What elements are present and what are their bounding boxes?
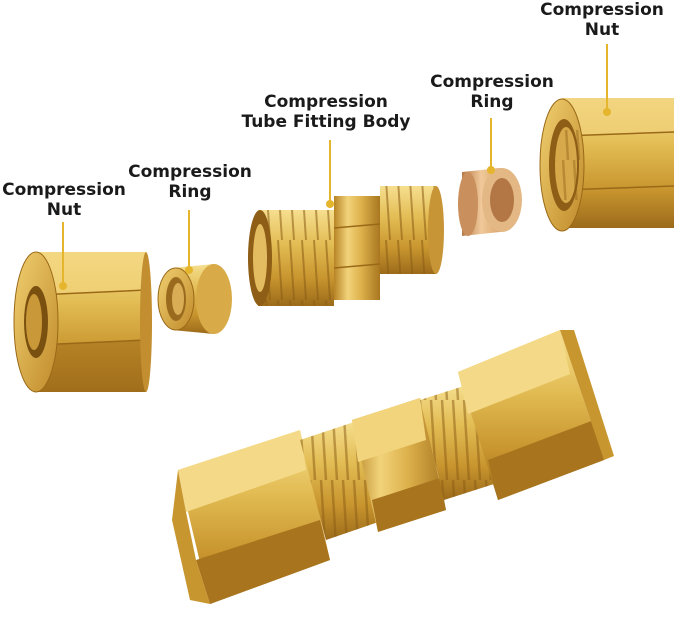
- label-line: Tube Fitting Body: [241, 112, 411, 132]
- label-line: Compression: [540, 0, 664, 20]
- pointer-ring-right: [487, 118, 495, 174]
- pointer-ring-left: [185, 210, 193, 274]
- label-line: Ring: [470, 92, 514, 112]
- label-line: Compression: [430, 72, 554, 92]
- label-line: Compression: [2, 180, 126, 200]
- left-compression-ring: [157, 264, 232, 334]
- label-compression-nut-left: Compression Nut: [2, 180, 126, 220]
- label-line: Nut: [584, 20, 620, 40]
- tube-fitting-body: [248, 186, 444, 306]
- left-compression-nut: [13, 251, 152, 393]
- label-compression-ring-left: Compression Ring: [126, 162, 254, 202]
- pointer-nut-left: [59, 222, 67, 290]
- right-compression-ring: [458, 168, 522, 236]
- right-compression-nut: [539, 98, 675, 232]
- label-tube-fitting-body: Compression Tube Fitting Body: [238, 92, 414, 132]
- label-line: Compression: [128, 162, 252, 182]
- label-line: Nut: [46, 200, 82, 220]
- label-line: Ring: [168, 182, 212, 202]
- label-compression-nut-right: Compression Nut: [538, 0, 666, 40]
- pointer-nut-right: [603, 44, 611, 116]
- assembled-fitting: [172, 330, 614, 604]
- label-compression-ring-right: Compression Ring: [428, 72, 556, 112]
- pointer-body: [326, 140, 334, 208]
- label-line: Compression: [264, 92, 388, 112]
